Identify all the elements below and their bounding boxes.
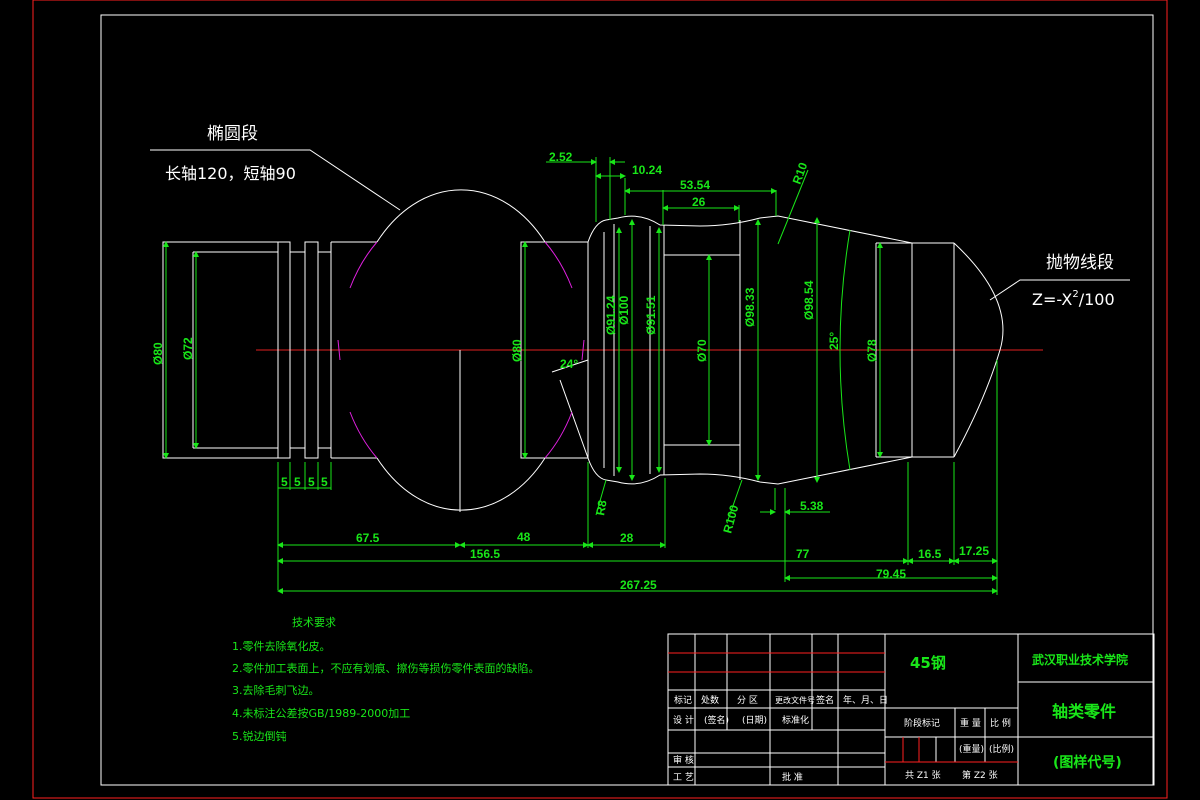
tb-stage-mark: 阶段标记 xyxy=(904,717,940,729)
note-item-1: 1.零件去除氧化皮。 xyxy=(232,639,331,653)
note-item-5: 5.锐边倒钝 xyxy=(232,729,287,743)
sheet-outer-border xyxy=(32,0,1168,799)
title-block-red-lines xyxy=(668,652,1018,763)
dim-ang24: 24° xyxy=(560,357,578,371)
tb-sheet-no: 第 Z2 张 xyxy=(962,769,998,781)
dim-phi100: Ø100 xyxy=(617,295,631,325)
dim-phi98-33: Ø98.33 xyxy=(743,287,757,327)
dim-16-5: 16.5 xyxy=(918,547,942,561)
dim-156-5: 156.5 xyxy=(470,547,500,561)
tb-review: 审 核 xyxy=(673,754,694,766)
dim-5-c: 5 xyxy=(308,475,315,489)
dim-10-24: 10.24 xyxy=(632,163,662,177)
tb-design: 设 计 xyxy=(673,714,694,726)
part-outline xyxy=(162,189,1004,512)
tb-hdr-count: 处数 xyxy=(701,694,719,706)
ellipse-spec: 长轴120，短轴90 xyxy=(165,164,296,183)
tb-hdr-docno: 更改文件号 xyxy=(775,695,815,705)
dim-267-25: 267.25 xyxy=(620,578,657,592)
dim-r100: R100 xyxy=(720,503,741,535)
dim-phi91-51: Ø91.51 xyxy=(644,295,658,335)
note-item-4: 4.未标注公差按GB/1989-2000加工 xyxy=(232,706,410,720)
note-item-2: 2.零件加工表面上，不应有划痕、擦伤等损伤零件表面的缺陷。 xyxy=(232,661,540,675)
parabola-title: 抛物线段 xyxy=(1046,253,1114,273)
dim-phi80-mid: Ø80 xyxy=(510,339,524,362)
dim-r8: R8 xyxy=(593,499,610,517)
tb-material: 45钢 xyxy=(910,654,946,672)
dim-r10: R10 xyxy=(790,160,811,186)
note-item-3: 3.去除毛刺飞边。 xyxy=(232,683,320,697)
dim-5-38: 5.38 xyxy=(800,499,824,513)
tb-part-name: 轴类零件 xyxy=(1052,702,1116,721)
tb-scale-val: (比例) xyxy=(989,743,1014,755)
dim-5-b: 5 xyxy=(294,475,301,489)
ellipse-magenta xyxy=(337,241,585,459)
tb-design-sign: (签名) xyxy=(704,714,729,726)
title-block-grid xyxy=(667,633,1155,786)
tb-hdr-sign: 签名 xyxy=(816,694,834,706)
dim-ang25: 25° xyxy=(827,332,841,350)
dim-67-5: 67.5 xyxy=(356,531,380,545)
parabola-equation: Z=-X2/100 xyxy=(1032,289,1115,309)
tb-process: 工 艺 xyxy=(673,772,694,783)
dim-79-45: 79.45 xyxy=(876,567,906,581)
dim-26: 26 xyxy=(692,195,706,209)
tb-hdr-mark: 标记 xyxy=(674,694,692,706)
tb-school: 武汉职业技术学院 xyxy=(1032,652,1128,667)
ellipse-title: 椭圆段 xyxy=(207,124,258,144)
dim-phi78: Ø78 xyxy=(865,339,879,362)
tb-standard: 标准化 xyxy=(782,714,809,726)
tb-weight: 重 量 xyxy=(960,717,981,729)
leader-lines xyxy=(150,149,1130,301)
tb-drawing-no: (图样代号) xyxy=(1053,754,1122,771)
dim-phi98-54: Ø98.54 xyxy=(802,280,816,320)
dim-28: 28 xyxy=(620,531,634,545)
tb-approve: 批 准 xyxy=(782,771,803,783)
sheet-inner-border xyxy=(100,14,1154,786)
dim-phi70: Ø70 xyxy=(695,339,709,362)
dim-phi80-left: Ø80 xyxy=(151,342,165,365)
dim-53-54: 53.54 xyxy=(680,178,710,192)
tb-hdr-zone: 分 区 xyxy=(737,695,758,706)
tb-hdr-date: 年、月、日 xyxy=(843,694,888,706)
tb-sheets-total: 共 Z1 张 xyxy=(905,770,941,781)
tb-scale: 比 例 xyxy=(990,717,1011,729)
dimension-lines xyxy=(163,157,998,595)
tb-weight-val: (重量) xyxy=(959,743,984,755)
dim-17-25: 17.25 xyxy=(959,544,989,558)
dim-phi72: Ø72 xyxy=(181,337,195,360)
dim-48: 48 xyxy=(517,530,531,544)
notes-title: 技术要求 xyxy=(292,616,336,629)
dim-5-d: 5 xyxy=(321,475,328,489)
dim-5-a: 5 xyxy=(281,475,288,489)
dim-phi91-24: Ø91.24 xyxy=(604,295,618,335)
tb-design-date: (日期) xyxy=(742,715,767,726)
dim-2-52: 2.52 xyxy=(549,150,573,164)
dim-77: 77 xyxy=(796,547,810,561)
